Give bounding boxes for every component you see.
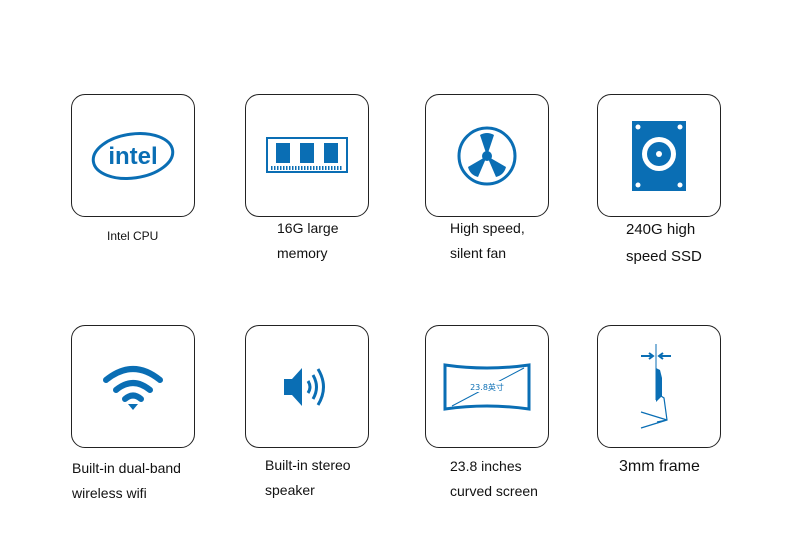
thin-frame-icon [640,343,671,429]
svg-text:intel: intel [108,143,157,170]
intel-logo-icon: intel [91,131,175,180]
memory-icon [266,136,348,173]
fan-label: High speed,silent fan [450,220,525,261]
speaker-tile [245,325,369,448]
ssd-tile [597,94,721,217]
wifi-tile [71,325,195,448]
curved-screen-tile: 23.8英寸 [425,325,549,448]
fan-tile [425,94,549,217]
curved-screen-icon: 23.8英寸 [443,362,531,411]
svg-text:23.8英寸: 23.8英寸 [470,382,504,392]
wifi-icon [103,365,163,410]
frame-tile [597,325,721,448]
intel-cpu-tile: intel [71,94,195,217]
fan-icon [457,126,517,185]
memory-tile [245,94,369,217]
frame-label: 3mm frame [619,458,700,475]
hard-drive-icon [632,120,686,191]
speaker-icon [284,367,325,406]
intel-cpu-label: Intel CPU [107,229,159,243]
